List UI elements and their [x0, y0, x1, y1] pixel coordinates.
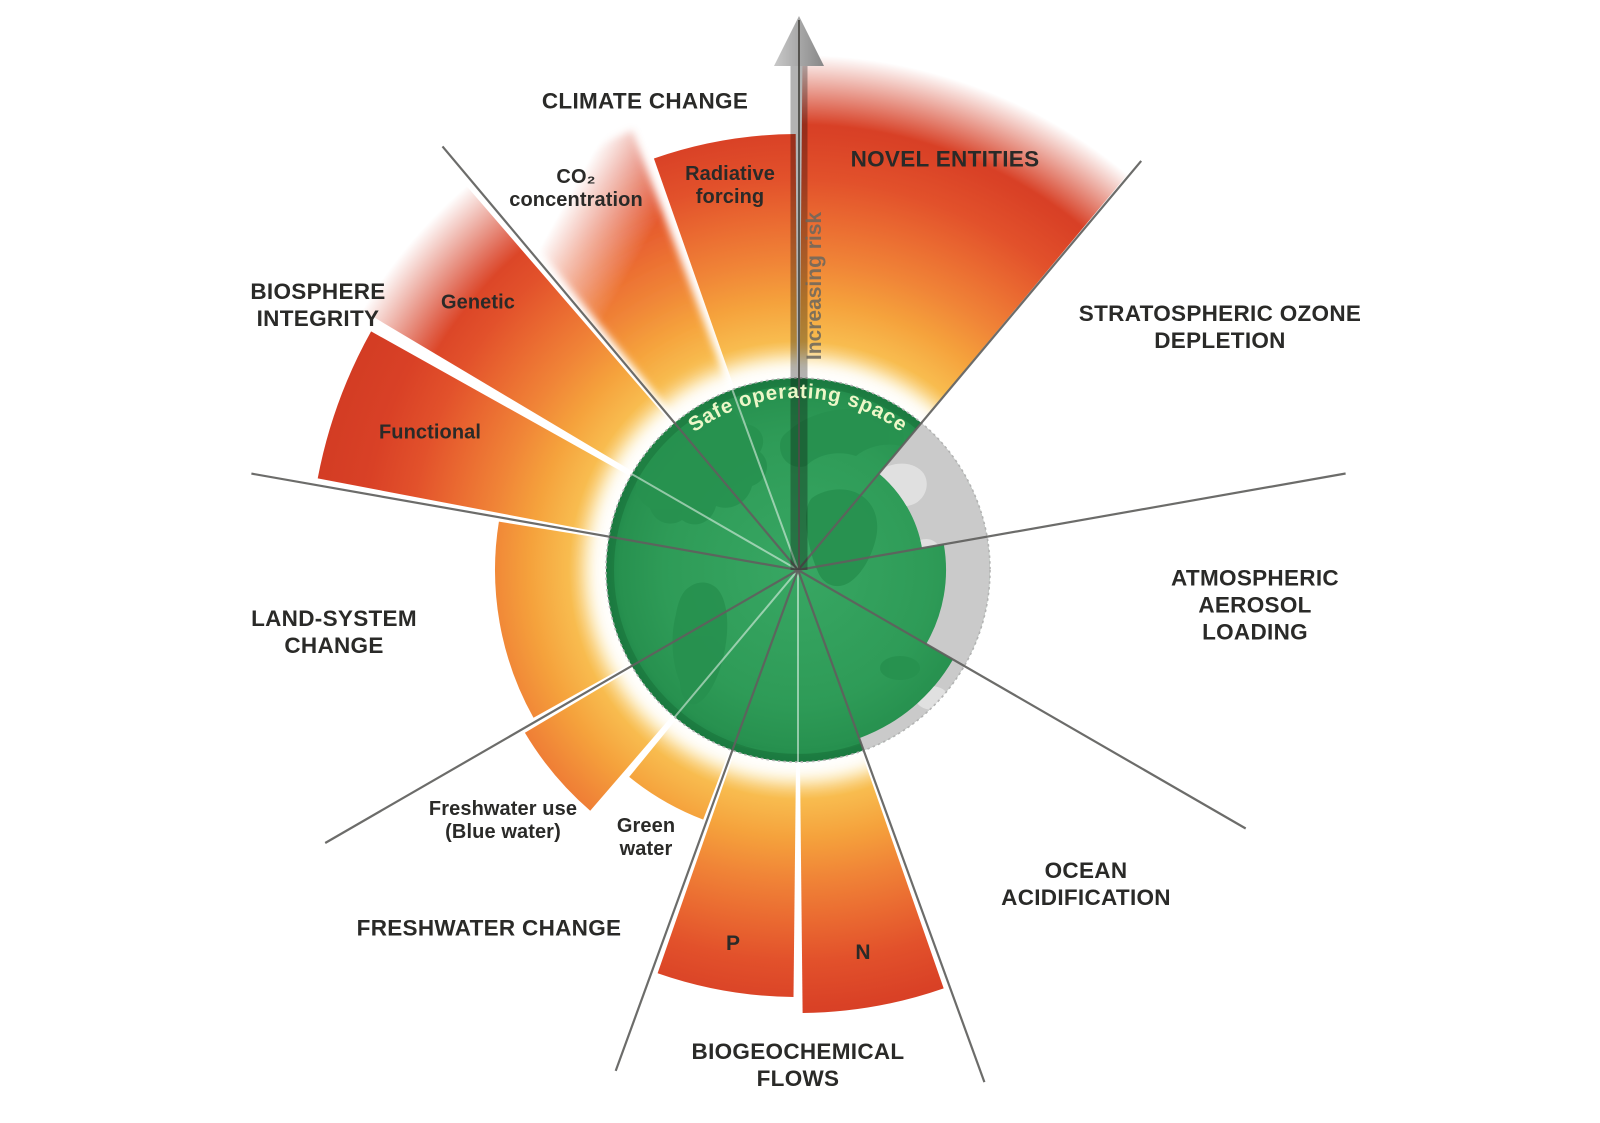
label-functional: Functional: [378, 421, 482, 444]
label-novel: NOVEL ENTITIES: [850, 146, 1040, 172]
increasing-risk-text: Increasing risk: [803, 212, 826, 361]
sector-line-160: [796, 569, 986, 1083]
label-p: P: [725, 932, 741, 955]
label-biogeochemical: BIOGEOCHEMICAL FLOWS: [691, 1039, 905, 1091]
label-ozone: STRATOSPHERIC OZONE DEPLETION: [1078, 301, 1362, 353]
sector-line-240: [324, 569, 799, 844]
sub-split-line-300: [631, 473, 799, 571]
label-blue_water: Freshwater use (Blue water): [428, 798, 578, 843]
sub-split-line-220: [673, 569, 799, 718]
label-biosphere: BIOSPHERE INTEGRITY: [250, 279, 386, 331]
sector-line-80: [797, 472, 1346, 572]
sector-line-40: [797, 160, 1143, 571]
sub-split-line-340: [731, 389, 799, 571]
sector-line-200: [614, 569, 800, 1072]
label-ocean: OCEAN ACIDIFICATION: [1001, 858, 1171, 910]
label-climate: CLIMATE CHANGE: [541, 88, 749, 114]
increasing-risk-arrow: [774, 16, 824, 570]
gray-crescent: [859, 422, 990, 751]
label-n: N: [855, 941, 871, 964]
sector-line-320: [441, 145, 799, 571]
safe-circle-rim: [605, 377, 991, 763]
label-co2: CO₂ concentration: [509, 166, 643, 211]
label-genetic: Genetic: [440, 291, 516, 314]
label-aerosol: ATMOSPHERIC AEROSOL LOADING: [1171, 565, 1339, 645]
sub-split-lines: [631, 389, 799, 762]
label-freshwater: FRESHWATER CHANGE: [356, 915, 622, 941]
label-green_water: Green water: [616, 815, 676, 860]
label-land: LAND-SYSTEM CHANGE: [251, 606, 417, 658]
sector-line-120: [797, 569, 1247, 830]
label-radiative: Radiative forcing: [685, 163, 775, 208]
sector-boundary-lines: [251, 145, 1346, 1083]
sector-line-280: [251, 472, 799, 572]
